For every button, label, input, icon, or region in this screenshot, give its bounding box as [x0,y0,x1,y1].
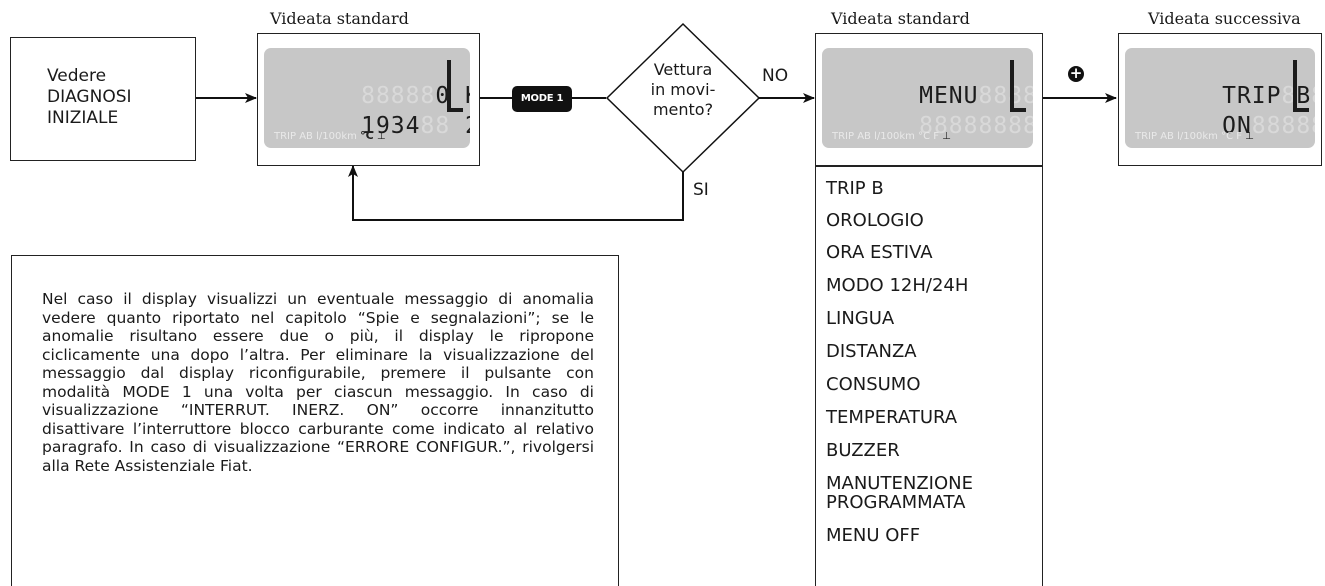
plus-circle-icon: + [1068,64,1084,82]
menu-item-orologio: OROLOGIO [826,210,924,231]
screen3-frame: TRIP8B888 ON8888888 TRIP AB l/100km °C F… [1118,33,1322,166]
screen3-lcd: TRIP8B888 ON8888888 TRIP AB l/100km °C F… [1125,48,1315,148]
screen1-row2-right: 20 [465,113,470,139]
screen1-lcd: 888880 Km 193488 20 TRIP AB l/100km °C ⊥ [264,48,470,148]
screen2-row1-ghost: 88888 [978,83,1033,109]
screen1-footer: TRIP AB l/100km [274,131,357,142]
fuel-gauge-icon [1010,60,1026,112]
menu-item-trip-b: TRIP B [826,178,884,199]
start-line-1: Vedere [47,66,107,86]
screen1-row1-ghost: 88888 [361,83,436,109]
menu-item-ora-estiva: ORA ESTIVA [826,242,933,263]
fuel-gauge-icon [1293,60,1309,112]
screen1-row1-unit: Km [465,83,470,109]
si-label: SI [693,180,709,200]
menu-item-menu-off: MENU OFF [826,525,921,546]
thermometer-icon: ⊥ [376,131,386,142]
screen3-caption: Videata successiva [1148,9,1301,28]
menu-item-programmata: PROGRAMMATA [826,492,966,513]
decision-text: Vettura in movi- mento? [638,60,728,120]
screen3-row1-sep: 8 [1281,83,1297,109]
start-box: Vedere DIAGNOSI INIZIALE [10,37,196,161]
screen1-frame: 888880 Km 193488 20 TRIP AB l/100km °C ⊥ [257,33,480,166]
menu-item-modo-12h-24h: MODO 12H/24H [826,275,969,296]
screen3-temp-unit: °C F [1221,131,1242,142]
start-line-3: INIZIALE [47,108,119,128]
screen1-row2-ghost: 88 [420,113,451,139]
mode-1-button[interactable]: MODE 1 [512,86,572,112]
screen3-row1-ghost: 888 [1311,83,1315,109]
thermometer-icon: ⊥ [1245,131,1254,142]
screen3-row2-value: ON [1222,113,1252,139]
screen2-temp-unit: °C F [918,131,939,142]
screen1-row1-value: 0 [435,83,451,109]
menu-item-distanza: DISTANZA [826,341,917,362]
screen3-row2-ghost: 8888888 [1251,113,1315,139]
screen1-temp-unit: °C [360,129,374,142]
screen2-caption: Videata standard [831,9,970,28]
screen2-row1-value: MENU [919,83,979,109]
screen3-row1-value: TRIP [1222,83,1282,109]
note-box: Nel caso il display visualizzi un eventu… [11,255,619,586]
screen3-row1-letter: B [1296,83,1312,109]
fuel-gauge-icon [447,60,463,112]
screen2-footer: TRIP AB l/100km [832,131,915,142]
decision-line-2: in movi- [650,80,716,99]
note-text: Nel caso il display visualizzi un eventu… [42,290,594,475]
decision-line-3: mento? [652,100,714,119]
start-line-2: DIAGNOSI [47,87,132,107]
decision-line-1: Vettura [653,60,713,79]
menu-item-manutenzione: MANUTENZIONE [826,473,973,494]
screen1-caption: Videata standard [270,9,409,28]
menu-list: TRIP B OROLOGIO ORA ESTIVA MODO 12H/24H … [815,166,1043,586]
menu-item-consumo: CONSUMO [826,374,921,395]
menu-item-temperatura: TEMPERATURA [826,407,958,428]
screen3-footer: TRIP AB l/100km [1135,131,1218,142]
menu-item-lingua: LINGUA [826,308,895,329]
thermometer-icon: ⊥ [942,131,951,142]
mode-1-label: MODE 1 [520,93,564,104]
loop-si-back [348,165,684,221]
menu-item-buzzer: BUZZER [826,440,900,461]
no-label: NO [762,66,789,86]
screen1-row2-value: 1934 [361,113,421,139]
